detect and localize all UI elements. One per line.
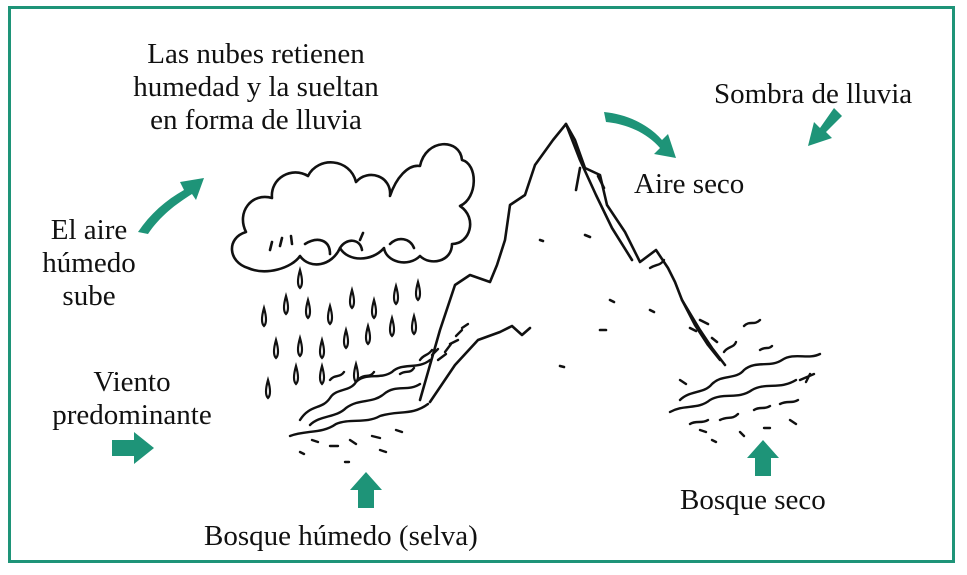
arrows [112,108,842,508]
moist-air-caption-line-3: sube [62,280,116,312]
diagram-frame [8,6,955,563]
clouds-caption: Las nubes retienen humedad y la sueltan … [96,38,416,137]
dry-forest-arrow [747,440,779,476]
storm-cloud [230,142,475,273]
dry-air-label: Aire seco [634,168,745,200]
moist-air-caption-line-2: húmedo [42,247,136,279]
prevailing-wind-caption: Viento predominante [34,366,230,432]
dry-forest-vegetation [648,258,822,444]
moist-air-rises-arrow [138,178,204,234]
humid-forest-vegetation [288,322,470,464]
clouds-caption-line-1: Las nubes retienen [147,38,365,70]
prevailing-wind-caption-line-1: Viento [93,366,171,398]
prevailing-wind-arrow [112,432,154,464]
dry-air-arrow [604,112,676,158]
clouds-caption-line-3: en forma de lluvia [150,104,362,136]
rain-shadow-arrow [808,108,842,146]
raindrops [260,265,422,400]
rain-shadow-label: Sombra de lluvia [714,78,913,110]
clouds-caption-line-2: humedad y la sueltan [133,71,379,103]
dry-forest-label: Bosque seco [680,484,826,516]
humid-forest-arrow [350,472,382,508]
moist-air-caption: El aire húmedo sube [20,214,158,313]
prevailing-wind-caption-line-2: predominante [52,399,212,431]
mountain [418,122,727,404]
moist-air-caption-line-1: El aire [50,214,128,246]
humid-forest-label: Bosque húmedo (selva) [204,520,478,552]
